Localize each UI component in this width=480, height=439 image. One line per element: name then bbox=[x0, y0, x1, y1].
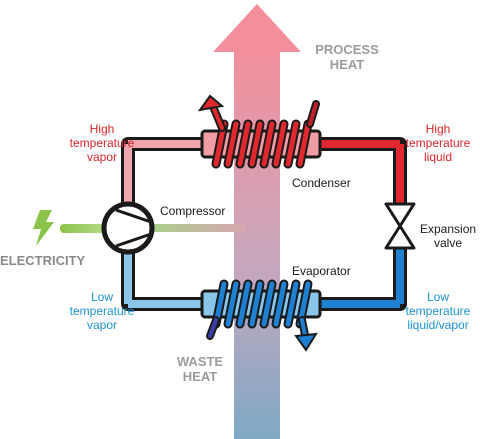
low-temp-liquid-vapor-label: Low temperature liquid/vapor bbox=[405, 290, 471, 332]
low-temp-vapor-label: Low temperature vapor bbox=[69, 290, 135, 332]
heat-flow-arrow bbox=[213, 4, 301, 439]
electricity-input bbox=[60, 224, 110, 233]
evaporator-label: Evaporator bbox=[292, 264, 351, 278]
compressor-heat-connector bbox=[150, 224, 246, 232]
compressor-icon bbox=[101, 201, 155, 255]
condenser-coil-icon bbox=[197, 94, 322, 169]
expansion-valve-label: Expansion valve bbox=[420, 222, 477, 250]
expansion-valve-icon bbox=[384, 202, 416, 250]
evaporator-coil-icon bbox=[200, 279, 322, 352]
condenser-label: Condenser bbox=[292, 176, 351, 190]
waste-heat-label: WASTE HEAT bbox=[176, 354, 224, 384]
process-heat-label: PROCESS HEAT bbox=[315, 42, 379, 72]
high-temp-vapor-label: High temperature vapor bbox=[69, 122, 135, 164]
electricity-label: ELECTRICITY bbox=[0, 253, 86, 268]
compressor-label: Compressor bbox=[160, 204, 226, 218]
high-temp-liquid-label: High temperature liquid bbox=[405, 122, 471, 164]
lightning-bolt-icon bbox=[33, 210, 54, 246]
